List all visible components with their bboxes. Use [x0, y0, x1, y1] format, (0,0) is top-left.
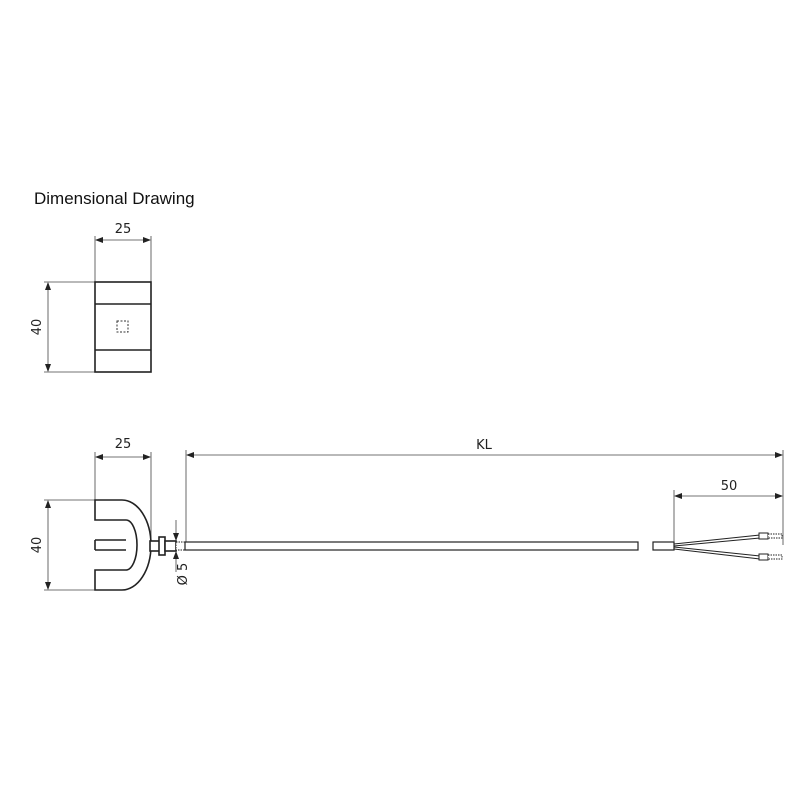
cable-length-label: KL: [476, 438, 493, 453]
top-view: 25 40: [30, 222, 152, 373]
wire-ferrule: [758, 553, 769, 561]
side-view: 25 40 Ø 5 KL 50: [30, 437, 784, 591]
side-height-label: 40: [30, 537, 45, 554]
cable-gland-nut: [158, 536, 166, 556]
top-height-label: 40: [30, 319, 45, 336]
side-width-label: 25: [115, 437, 132, 452]
wire-leads: [673, 532, 783, 561]
cable-end: [652, 541, 675, 551]
drawing-title: Dimensional Drawing: [34, 189, 195, 208]
cable: [184, 541, 639, 551]
cable-diameter-label: Ø 5: [176, 563, 191, 586]
center-marker-icon: [116, 320, 129, 333]
sensor-body-top-view: [94, 281, 152, 373]
clamp-body: [94, 499, 152, 591]
top-width-label: 25: [115, 222, 132, 237]
wire-ferrule: [758, 532, 769, 540]
stripped-length-label: 50: [721, 479, 738, 494]
